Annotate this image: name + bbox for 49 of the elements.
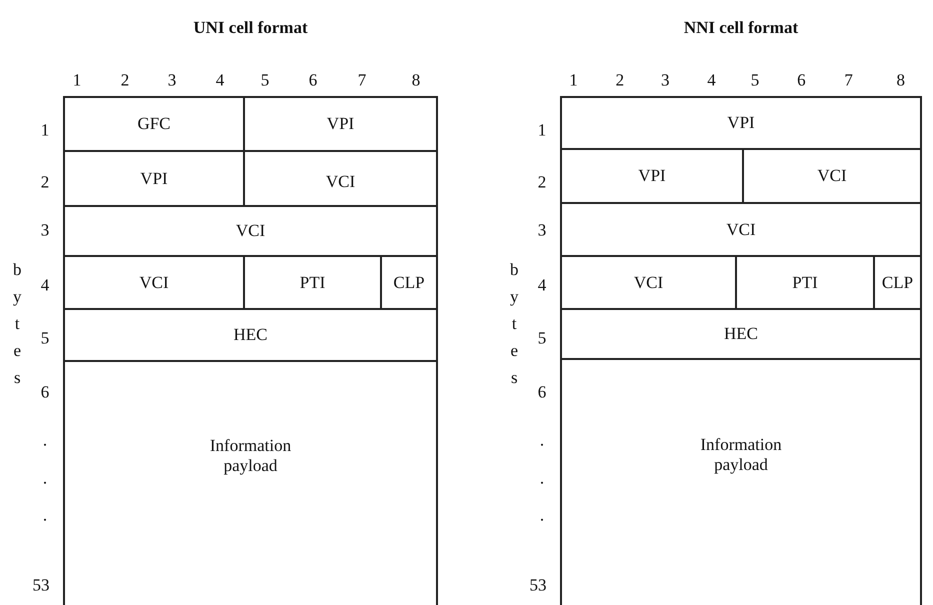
bit-number: 5 bbox=[260, 72, 270, 88]
axis-label: bytes bbox=[510, 259, 518, 389]
byte-number: 53 bbox=[530, 576, 546, 594]
bit-number: 7 bbox=[358, 72, 366, 88]
byte-number: 6 bbox=[538, 384, 546, 400]
ellipsis-dot: . bbox=[42, 506, 48, 524]
bit-number: 5 bbox=[750, 72, 760, 88]
bit-number: 7 bbox=[844, 72, 853, 88]
byte-number: 5 bbox=[538, 330, 546, 346]
byte-number: 5 bbox=[40, 330, 50, 346]
header-field: GFC bbox=[63, 96, 245, 152]
bit-number: 3 bbox=[168, 72, 176, 88]
bit-number: 4 bbox=[216, 72, 224, 88]
bit-number: 4 bbox=[707, 72, 716, 88]
bit-number: 2 bbox=[616, 72, 624, 88]
ellipsis-dot: . bbox=[540, 506, 544, 524]
bit-number: 2 bbox=[120, 72, 130, 88]
header-field: VPI bbox=[560, 96, 922, 150]
bit-number: 3 bbox=[660, 72, 670, 88]
ellipsis-dot: . bbox=[540, 470, 544, 486]
byte-number: 2 bbox=[40, 174, 50, 190]
byte-number: 53 bbox=[32, 576, 50, 594]
byte-number: 4 bbox=[40, 276, 50, 294]
ellipsis-dot: . bbox=[42, 432, 48, 448]
byte-number: 3 bbox=[40, 222, 50, 238]
ellipsis-dot: . bbox=[540, 432, 544, 448]
byte-number: 4 bbox=[538, 276, 546, 294]
bit-number: 8 bbox=[412, 72, 420, 88]
header-field: HEC bbox=[63, 308, 438, 362]
payload-field: Information payload bbox=[63, 360, 438, 605]
ellipsis-dot: . bbox=[42, 470, 48, 486]
bit-number: 1 bbox=[72, 72, 82, 88]
byte-number: 1 bbox=[538, 122, 546, 138]
payload-field: Information payload bbox=[560, 358, 922, 605]
bit-number: 1 bbox=[569, 72, 578, 88]
format-title: NNI cell format bbox=[682, 18, 800, 38]
header-field: HEC bbox=[560, 308, 922, 360]
bit-number: 6 bbox=[797, 72, 806, 88]
axis-label: bytes bbox=[13, 259, 22, 389]
bit-number: 8 bbox=[896, 72, 905, 88]
header-field: VCI bbox=[560, 202, 922, 257]
bit-number: 6 bbox=[308, 72, 318, 88]
byte-number: 1 bbox=[40, 122, 50, 138]
header-field: VCI bbox=[63, 205, 438, 257]
byte-number: 6 bbox=[40, 384, 50, 400]
format-title: UNI cell format bbox=[192, 18, 309, 38]
byte-number: 3 bbox=[538, 222, 546, 238]
header-field: VPI bbox=[243, 96, 438, 152]
byte-number: 2 bbox=[538, 174, 546, 190]
